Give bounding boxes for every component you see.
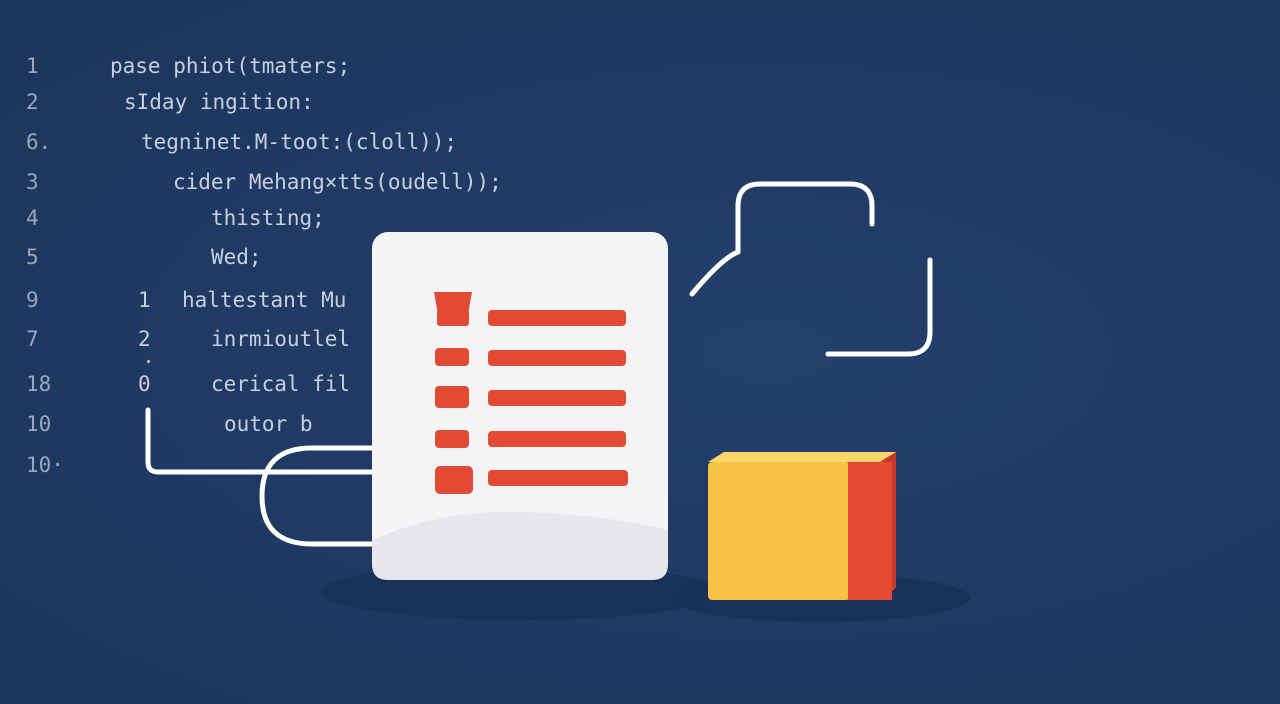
code-line: 10 outor b <box>0 408 560 440</box>
code-line: 6. tegninet.M-toot:(cloll)); <box>0 126 560 158</box>
code-line: 9 1 haltestant Mu <box>0 284 560 316</box>
code-text: cerical fil <box>211 372 351 396</box>
loop-connector <box>259 445 375 547</box>
line-number: 1 <box>26 54 39 78</box>
code-line: 7 2 inrmioutlel <box>0 323 560 355</box>
line-number: 5 <box>26 245 39 269</box>
code-text: outor b <box>224 412 313 436</box>
code-text: tegninet.M-toot:(cloll)); <box>141 130 458 154</box>
nested-line-number: 2 <box>138 327 151 351</box>
line-number: 10· <box>26 453 64 477</box>
code-line: 1 pase phiot(tmaters; <box>0 50 560 82</box>
line-number: 3 <box>26 170 39 194</box>
bracket-outline <box>689 181 875 297</box>
line-number: 7 <box>26 327 39 351</box>
code-line: 5 Wed; <box>0 241 560 273</box>
code-text: inrmioutlel <box>211 327 351 351</box>
nested-line-number: 0 <box>138 372 151 396</box>
code-line: 3 cider Mehang×tts(oudell)); <box>0 166 560 198</box>
line-number: 9 <box>26 288 39 312</box>
code-text: haltestant Mu <box>182 288 347 312</box>
code-text: cider Mehang×tts(oudell)); <box>173 170 502 194</box>
line-number: 6. <box>26 130 52 154</box>
code-line: 2 sIday ingition: <box>0 86 560 118</box>
code-text: Wed; <box>211 245 262 269</box>
code-text: pase phiot(tmaters; <box>110 54 351 78</box>
code-line: 4 thisting; <box>0 202 560 234</box>
dot-marker <box>147 360 150 363</box>
line-number: 10 <box>26 412 52 436</box>
code-line: 10· <box>0 449 560 481</box>
code-line: 18 0 cerical fil <box>0 368 560 400</box>
nested-line-number: 1 <box>138 288 151 312</box>
cube-icon <box>708 452 896 600</box>
line-number: 2 <box>26 90 39 114</box>
code-text: thisting; <box>211 206 325 230</box>
checklist-document-icon <box>372 232 668 580</box>
bracket-corner <box>825 257 933 357</box>
connector-line <box>145 407 375 475</box>
line-number: 4 <box>26 206 39 230</box>
code-text: sIday ingition: <box>124 90 314 114</box>
line-number: 18 <box>26 372 52 396</box>
